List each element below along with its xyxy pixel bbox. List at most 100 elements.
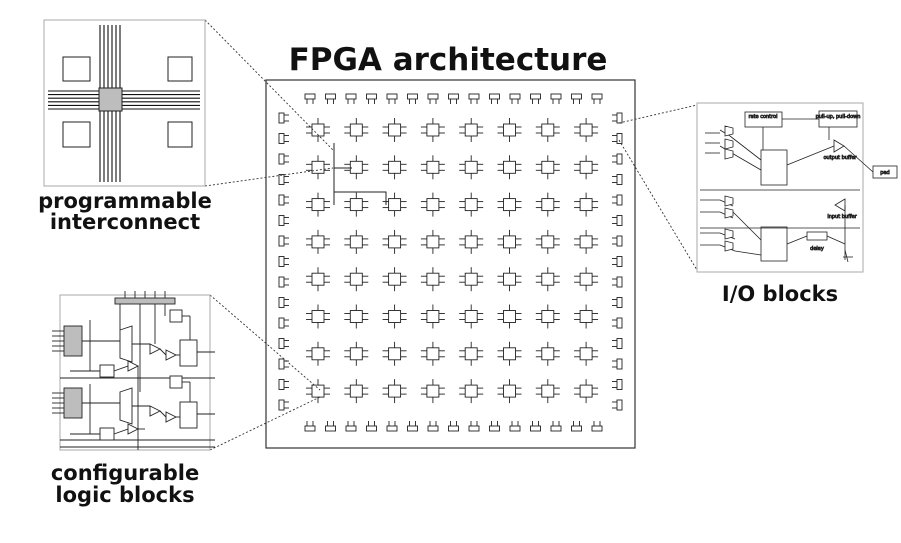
io-wire [734, 250, 762, 256]
io-mux [724, 138, 734, 150]
logic-block-square [167, 121, 193, 148]
logic-block [306, 229, 330, 254]
delay-label: delay [810, 246, 824, 252]
logic-block [574, 192, 599, 217]
io-mux [724, 228, 734, 240]
logic-block [382, 155, 407, 180]
pad-label: pad [880, 170, 889, 176]
logic-block [574, 267, 599, 292]
io-pad-bottom [386, 421, 398, 432]
io-pad-right [612, 153, 623, 165]
logic-block [420, 118, 445, 142]
chip-outline [265, 79, 636, 449]
io-blocks-label: I/O blocks [721, 282, 839, 306]
logic-block [382, 341, 407, 366]
io-wire [843, 145, 874, 173]
io-pad-right [612, 235, 623, 247]
logic-block [344, 341, 369, 366]
logic-block [574, 118, 599, 142]
io-pad-bottom [427, 421, 439, 432]
io-wire [786, 235, 808, 245]
clb-inset [52, 291, 215, 451]
io-pad-top [407, 93, 418, 104]
io-pad-bottom [407, 421, 418, 432]
logic-block [382, 192, 407, 217]
io-wire [786, 145, 835, 166]
logic-block [420, 192, 445, 217]
io-pad-bottom [366, 421, 377, 432]
logic-block [382, 229, 407, 254]
logic-block [535, 341, 560, 366]
io-pad-top [386, 93, 398, 104]
io-pad-left [278, 112, 289, 124]
logic-block [535, 155, 560, 180]
io-pad-bottom [304, 421, 316, 432]
io-pad-top [489, 93, 500, 104]
io-wire [826, 235, 846, 245]
logic-block [306, 341, 330, 366]
logic-block [382, 267, 407, 292]
logic-block [459, 379, 484, 404]
logic-block [344, 155, 369, 180]
io-pad-bottom [550, 421, 562, 432]
lut-block [63, 387, 83, 419]
io-register [760, 226, 788, 262]
io-pad-right [612, 215, 623, 226]
logic-block [497, 192, 522, 217]
logic-block [420, 229, 445, 254]
io-pad-left [278, 399, 289, 411]
logic-block [420, 379, 445, 404]
io-pad-right [612, 133, 623, 144]
logic-block [535, 118, 560, 142]
logic-block-square [62, 121, 91, 148]
logic-block [306, 304, 330, 329]
clb-wire [113, 428, 129, 435]
logic-block [344, 267, 369, 292]
logic-block [344, 304, 369, 329]
io-pad-top [509, 93, 521, 104]
io-pad-top [366, 93, 377, 104]
io-pads [278, 93, 623, 432]
lut-block [63, 325, 83, 357]
io-pad-right [612, 297, 623, 308]
flip-flop [179, 339, 198, 367]
logic-block [535, 267, 560, 292]
io-mux [724, 148, 734, 160]
input-buffer-label: input buffer [827, 214, 857, 220]
logic-block [574, 304, 599, 329]
io-pad-bottom [591, 421, 603, 432]
logic-block [497, 118, 522, 142]
logic-block [344, 118, 369, 142]
io-wire [844, 249, 849, 263]
logic-block [344, 379, 369, 404]
logic-block [535, 304, 560, 329]
clb-wire [159, 410, 167, 418]
logic-block [459, 192, 484, 217]
logic-block [574, 229, 599, 254]
logic-block [306, 379, 330, 404]
io-pad-right [612, 194, 623, 206]
logic-block [459, 267, 484, 292]
clb-label-line2: logic blocks [55, 483, 195, 507]
interconnect-label-line2: interconnect [49, 210, 201, 234]
io-pad-right [612, 256, 623, 267]
io-pad-left [278, 133, 289, 144]
io-pad-left [278, 358, 289, 370]
logic-block [306, 155, 330, 180]
io-pad-right [612, 174, 623, 185]
io-pad-bottom [325, 421, 336, 432]
logic-block [497, 379, 522, 404]
logic-block [535, 379, 560, 404]
clb-wire [159, 348, 167, 356]
io-pad-right [612, 399, 623, 411]
io-pad-top [571, 93, 582, 104]
logic-block [459, 155, 484, 180]
io-pad-top [530, 93, 541, 104]
io-pad-bottom [530, 421, 541, 432]
io-pad-top [304, 93, 316, 104]
clb-wire [113, 365, 129, 372]
io-pad-right [612, 338, 623, 349]
io-inset: rate control pull-up, pull-down pad outp… [696, 102, 898, 273]
switch-box [98, 87, 123, 112]
